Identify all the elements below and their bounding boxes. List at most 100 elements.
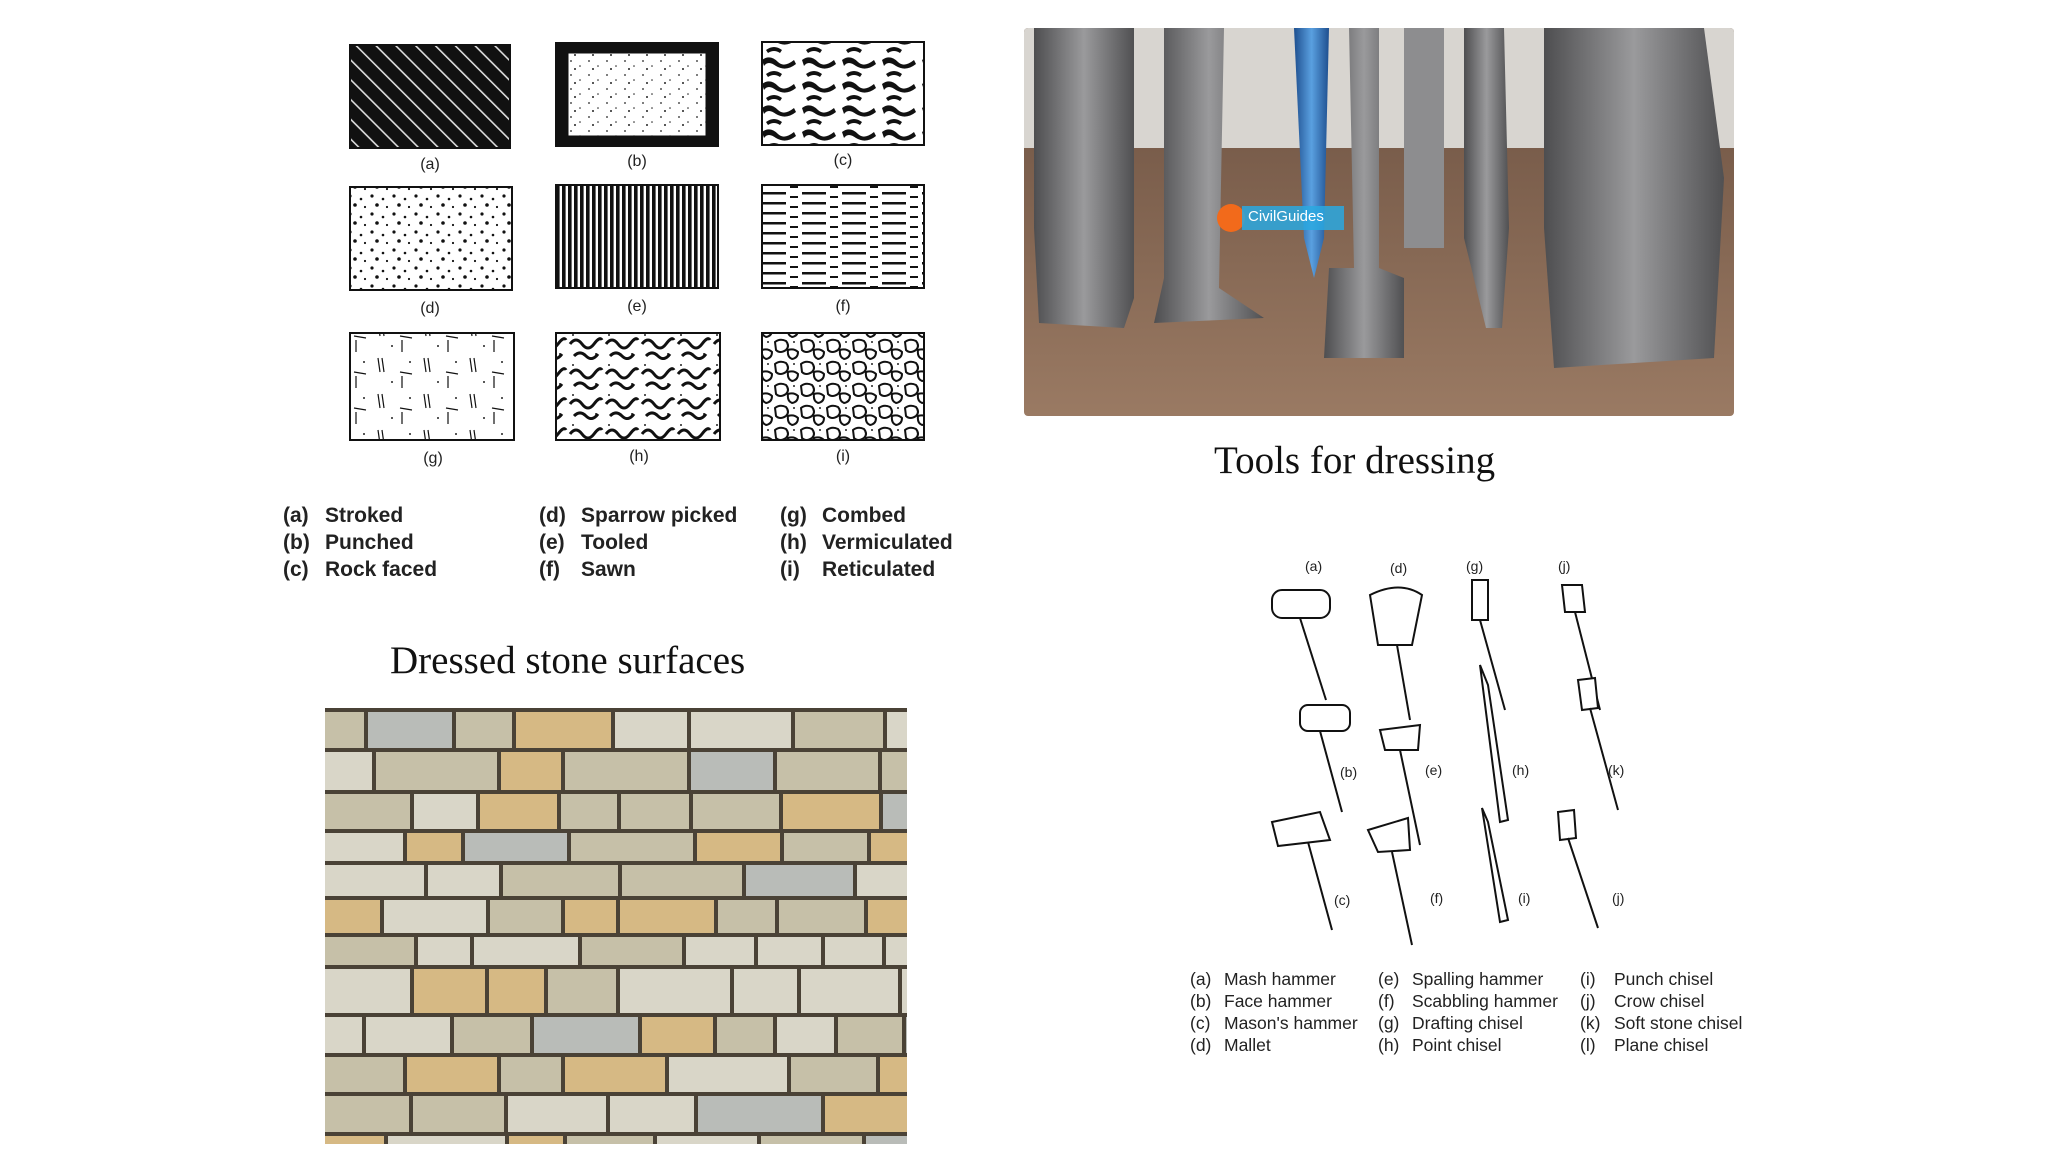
stone-block [480, 794, 557, 829]
stone-block [657, 1136, 757, 1144]
panel-caption: (c) [833, 152, 853, 169]
tools-drawing [1270, 579, 1619, 946]
stone-block [906, 1017, 907, 1053]
stone-block [615, 712, 687, 748]
tools-legend-item: (k)Soft stone chisel [1580, 1013, 1743, 1033]
legend-item: (c)Rock faced [283, 558, 438, 581]
tools-legend-item: (c)Mason's hammer [1190, 1013, 1358, 1033]
stone-block [795, 712, 883, 748]
stone-block [465, 833, 567, 861]
panel-caption: (b) [627, 153, 647, 170]
stone-block [325, 794, 410, 829]
stone-block [882, 752, 907, 790]
stone-block [777, 1017, 834, 1053]
stone-wall-illustration [325, 708, 907, 1144]
stone-block [622, 865, 742, 896]
stone-block [548, 969, 616, 1013]
tools-legend-item: (a)Mash hammer [1190, 969, 1336, 989]
panel-sawn [761, 184, 925, 289]
stone-block [620, 969, 730, 1013]
stone-block [777, 752, 878, 790]
stone-block [561, 794, 617, 829]
stone-block [693, 794, 779, 829]
tools-legend-item: (b)Face hammer [1190, 991, 1332, 1011]
stone-block [621, 794, 689, 829]
stone-block [325, 937, 414, 965]
stone-block [516, 712, 611, 748]
tools-legend-item: (g)Drafting chisel [1378, 1013, 1523, 1033]
stone-block [871, 833, 907, 861]
tool-label: (e) [1425, 762, 1443, 778]
tool-label: (g) [1466, 558, 1484, 574]
legend-item: (g)Combed [780, 504, 906, 527]
stone-block [509, 1136, 563, 1144]
stone-block [620, 900, 714, 933]
tools-legend-item: (h)Point chisel [1378, 1035, 1502, 1055]
stone-block [428, 865, 499, 896]
tools-legend-item: (i)Punch chisel [1580, 969, 1714, 989]
panel-caption: (g) [423, 450, 443, 467]
stone-block [501, 1057, 561, 1092]
tools-legend-item: (l)Plane chisel [1580, 1035, 1709, 1055]
tool-label: (j) [1612, 890, 1625, 906]
stone-block [746, 865, 853, 896]
stone-block [454, 1017, 530, 1053]
watermark-logo-icon [1217, 204, 1245, 232]
tools-title: Tools for dressing [1214, 439, 1496, 482]
stone-block [490, 900, 561, 933]
stone-block [784, 833, 867, 861]
panel-sparrow-picked [349, 186, 513, 291]
panel-vermiculated [555, 332, 721, 441]
stone-block [838, 1017, 902, 1053]
stone-block [761, 1136, 862, 1144]
stone-block [582, 937, 682, 965]
stone-block [779, 900, 864, 933]
stone-block [886, 937, 907, 965]
stone-block [388, 1136, 505, 1144]
stone-block [610, 1096, 694, 1132]
panel-tooled [555, 184, 719, 289]
panel-caption: (d) [420, 300, 440, 317]
stone-block [325, 969, 410, 1013]
stone-block [325, 900, 380, 933]
legend-item: (b)Punched [283, 531, 414, 554]
stone-block [686, 937, 754, 965]
panel-stroked [349, 44, 511, 149]
legend-item: (i)Reticulated [780, 558, 936, 581]
tools-figure: (a) (d) (g) (j) (b) (e) (h) (k) (c) (f) … [1260, 550, 1680, 950]
stone-block [866, 1136, 907, 1144]
stone-block [384, 900, 486, 933]
stone-block [902, 969, 907, 1013]
stone-block [783, 794, 879, 829]
legend-item: (h)Vermiculated [780, 531, 953, 554]
legend-item: (d)Sparrow picked [539, 504, 738, 527]
panel-caption: (f) [835, 298, 851, 315]
stone-block [883, 794, 907, 829]
stone-wall-photo [325, 708, 907, 1144]
stone-block [501, 752, 561, 790]
stone-block [717, 1017, 773, 1053]
stone-block [489, 969, 544, 1013]
panel-caption: (a) [420, 156, 440, 173]
tool-label: (a) [1305, 558, 1323, 574]
stone-block [691, 712, 791, 748]
stone-block [791, 1057, 876, 1092]
tools-legend-item: (d)Mallet [1190, 1035, 1271, 1055]
stone-block [565, 1057, 665, 1092]
tools-legend-item: (e)Spalling hammer [1378, 969, 1544, 989]
stone-block [669, 1057, 787, 1092]
surfaces-patterns [349, 41, 925, 441]
stone-block [413, 1096, 504, 1132]
surfaces-figure: (a) (b) (c) (d) (e) (f) (g) (h) (i) [280, 30, 980, 590]
tool-label: (d) [1390, 560, 1408, 576]
chisels-photo: CivilGuides [1024, 28, 1734, 416]
stone-block [734, 969, 797, 1013]
stone-block [325, 1096, 409, 1132]
panel-combed [349, 332, 515, 441]
stone-block [325, 865, 424, 896]
stone-block [825, 937, 882, 965]
stone-block [414, 794, 476, 829]
stone-block [407, 1057, 497, 1092]
stone-block [801, 969, 898, 1013]
stone-block [325, 712, 364, 748]
